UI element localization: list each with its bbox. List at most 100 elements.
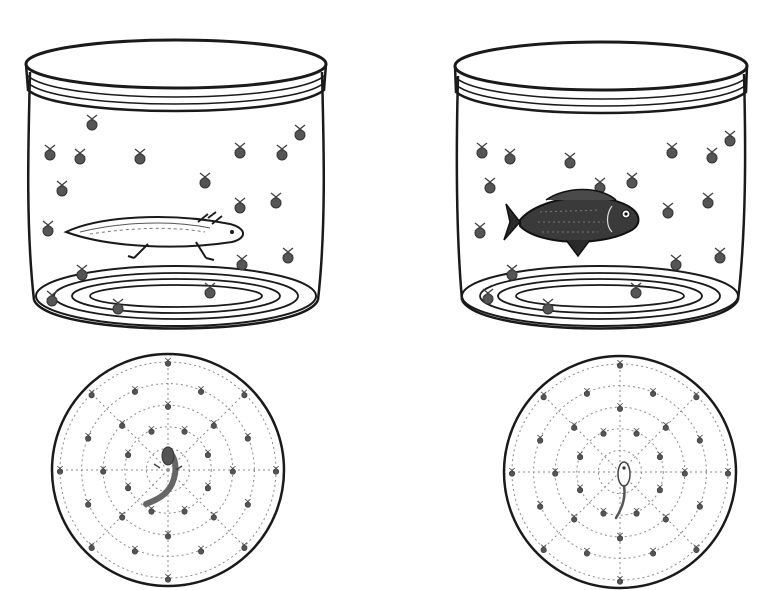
right-petri-dish xyxy=(504,356,736,588)
prey-icon xyxy=(725,131,735,146)
prey-icon xyxy=(663,422,669,430)
prey-icon xyxy=(283,248,293,263)
prey-icon xyxy=(57,181,67,196)
prey-icon xyxy=(211,420,217,428)
prey-icon xyxy=(237,255,247,270)
prey-icon xyxy=(182,506,188,514)
prey-icon xyxy=(125,450,131,458)
prey-icon xyxy=(200,173,210,188)
prey-icon xyxy=(230,466,236,474)
prey-icon xyxy=(271,193,281,208)
fish-icon xyxy=(504,190,639,257)
prey-icon xyxy=(43,221,53,236)
prey-icon xyxy=(235,143,245,158)
salamander-larva-icon xyxy=(66,212,243,260)
prey-icon xyxy=(663,203,673,218)
prey-icon xyxy=(537,501,543,509)
prey-icon xyxy=(132,546,138,554)
prey-icon xyxy=(113,299,123,314)
prey-icon xyxy=(671,255,681,270)
prey-icon xyxy=(165,531,171,539)
prey-icon xyxy=(125,483,131,491)
prey-icon xyxy=(475,223,485,238)
dish-spoke xyxy=(542,472,620,550)
prey-icon xyxy=(697,501,703,509)
prey-icon xyxy=(617,533,623,541)
prey-icon xyxy=(485,178,495,193)
prey-icon xyxy=(697,435,703,443)
prey-icon xyxy=(707,148,717,163)
right-jar-base xyxy=(462,266,738,326)
prey-icon xyxy=(198,386,204,394)
prey-icon xyxy=(657,485,663,493)
right-jar xyxy=(455,42,747,329)
prey-icon xyxy=(617,360,623,368)
prey-icon xyxy=(75,149,85,164)
dish-spoke xyxy=(620,472,698,550)
prey-icon xyxy=(85,433,91,441)
prey-icon xyxy=(617,403,623,411)
prey-icon xyxy=(650,548,656,556)
prey-icon xyxy=(85,499,91,507)
salamander-larva-small-icon xyxy=(146,447,182,504)
prey-icon xyxy=(650,388,656,396)
prey-icon xyxy=(135,149,145,164)
prey-icon xyxy=(198,546,204,554)
prey-icon xyxy=(682,468,688,476)
prey-icon xyxy=(149,426,155,434)
prey-icon xyxy=(715,248,725,263)
left-jar xyxy=(26,40,326,329)
prey-icon xyxy=(245,433,251,441)
prey-icon xyxy=(565,153,575,168)
prey-icon xyxy=(541,545,547,553)
prey-icon xyxy=(165,401,171,409)
prey-icon xyxy=(667,143,677,158)
dish-spoke xyxy=(90,392,168,470)
prey-icon xyxy=(205,483,211,491)
prey-icon xyxy=(277,145,287,160)
prey-icon xyxy=(89,390,95,398)
prey-icon xyxy=(601,428,607,436)
dish-spoke xyxy=(620,394,698,472)
prey-icon xyxy=(634,508,640,516)
prey-icon xyxy=(295,125,305,140)
dish-spoke xyxy=(168,392,246,470)
prey-icon xyxy=(89,543,95,551)
prey-icon xyxy=(132,386,138,394)
prey-icon xyxy=(543,299,553,314)
prey-icon xyxy=(584,548,590,556)
prey-icon xyxy=(541,392,547,400)
prey-icon xyxy=(77,265,87,280)
prey-icon xyxy=(657,452,663,460)
prey-icon xyxy=(245,499,251,507)
prey-icon xyxy=(483,289,493,304)
prey-icon xyxy=(577,452,583,460)
prey-icon xyxy=(205,450,211,458)
prey-icon xyxy=(505,149,515,164)
fish-larva-small-icon xyxy=(616,462,630,518)
prey-icon xyxy=(235,198,245,213)
dish-spoke xyxy=(90,470,168,548)
prey-icon xyxy=(149,506,155,514)
dish-spoke xyxy=(542,394,620,472)
prey-icon xyxy=(242,390,248,398)
prey-icon xyxy=(119,420,125,428)
prey-icon xyxy=(45,145,55,160)
left-petri-dish xyxy=(52,354,284,586)
prey-icon xyxy=(507,265,517,280)
prey-icon xyxy=(87,115,97,130)
prey-icon xyxy=(571,422,577,430)
prey-icon xyxy=(703,193,713,208)
prey-icon xyxy=(627,173,637,188)
prey-icon xyxy=(584,388,590,396)
prey-icon xyxy=(182,426,188,434)
prey-icon xyxy=(165,358,171,366)
prey-icon xyxy=(477,143,487,158)
prey-icon xyxy=(601,508,607,516)
prey-icon xyxy=(634,428,640,436)
prey-icon xyxy=(537,435,543,443)
prey-icon xyxy=(694,392,700,400)
prey-icon xyxy=(577,485,583,493)
dish-spoke xyxy=(168,470,246,548)
